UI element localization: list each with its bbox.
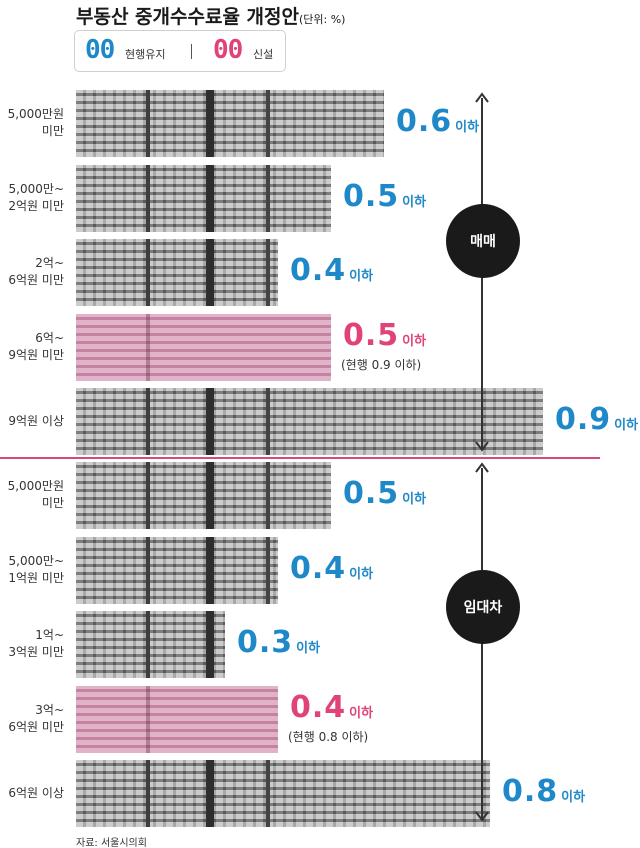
source-note: 자료: 서울시의회 [76, 838, 147, 848]
chart-title: 부동산 중개수수료율 개정안(단위: %) [76, 2, 345, 29]
row-label: 6억원 이상 [8, 785, 64, 800]
legend-retain-swatch: 00 [85, 35, 115, 65]
legend-separator [191, 44, 192, 59]
value-number: 0.5 [343, 178, 400, 214]
value-suffix: 이하 [402, 194, 427, 210]
value-suffix: 이하 [402, 333, 427, 349]
row-label: 2억~ 6억원 미만 [8, 256, 64, 287]
bar [76, 611, 225, 678]
bar [76, 536, 278, 604]
row-label: 6억~ 9억원 미만 [8, 330, 64, 362]
value-number: 0.5 [343, 476, 400, 511]
value-suffix: 이하 [561, 790, 586, 805]
value-number: 0.3 [237, 625, 294, 660]
group-divider [0, 457, 600, 459]
sale-arrow-up-icon [475, 92, 489, 103]
bar [76, 462, 331, 529]
group-badge-sale: 매매 [446, 204, 520, 278]
current-rate-note: (현행 0.9 이하) [341, 357, 422, 372]
value-number: 0.5 [343, 317, 400, 353]
bar [76, 313, 331, 381]
lease-range-line [481, 468, 483, 820]
legend: 00 현행유지 00 신설 [74, 30, 286, 72]
bar [76, 760, 490, 827]
value-suffix: 이하 [349, 705, 374, 721]
value-number: 0.6 [396, 104, 453, 139]
value-number: 0.4 [290, 689, 347, 725]
value-suffix: 이하 [402, 492, 427, 507]
value-suffix: 이하 [349, 566, 374, 582]
row-label: 1억~ 3억원 미만 [8, 628, 64, 659]
sale-arrow-down-icon [475, 441, 489, 452]
chart-title-text: 부동산 중개수수료율 개정안 [76, 6, 299, 28]
row-label: 5,000만원 미만 [7, 479, 64, 510]
bar [76, 90, 384, 157]
value-number: 0.9 [555, 402, 612, 437]
row-label: 5,000만~ 1억원 미만 [8, 553, 64, 585]
value-suffix: 이하 [349, 269, 374, 284]
bar [76, 388, 543, 455]
value-suffix: 이하 [455, 120, 480, 135]
bar [76, 685, 278, 753]
legend-new-label: 신설 [253, 48, 274, 61]
bar [76, 164, 331, 232]
legend-new-swatch: 00 [213, 35, 243, 65]
row-label: 9억원 이상 [8, 413, 64, 428]
value-number: 0.4 [290, 253, 347, 288]
group-badge-lease: 임대차 [446, 570, 520, 644]
value-suffix: 이하 [296, 641, 321, 656]
chart-unit: (단위: %) [299, 13, 346, 26]
bar [76, 239, 278, 306]
value-suffix: 이하 [614, 418, 639, 433]
value-number: 0.8 [502, 774, 559, 809]
current-rate-note: (현행 0.8 이하) [288, 729, 369, 744]
row-label: 3억~ 6억원 미만 [8, 702, 64, 734]
lease-arrow-up-icon [475, 462, 489, 473]
legend-retain-label: 현행유지 [125, 48, 166, 61]
row-label: 5,000만~ 2억원 미만 [8, 181, 64, 213]
row-label: 5,000만원 미만 [7, 107, 64, 138]
value-number: 0.4 [290, 550, 347, 586]
lease-arrow-down-icon [475, 811, 489, 822]
